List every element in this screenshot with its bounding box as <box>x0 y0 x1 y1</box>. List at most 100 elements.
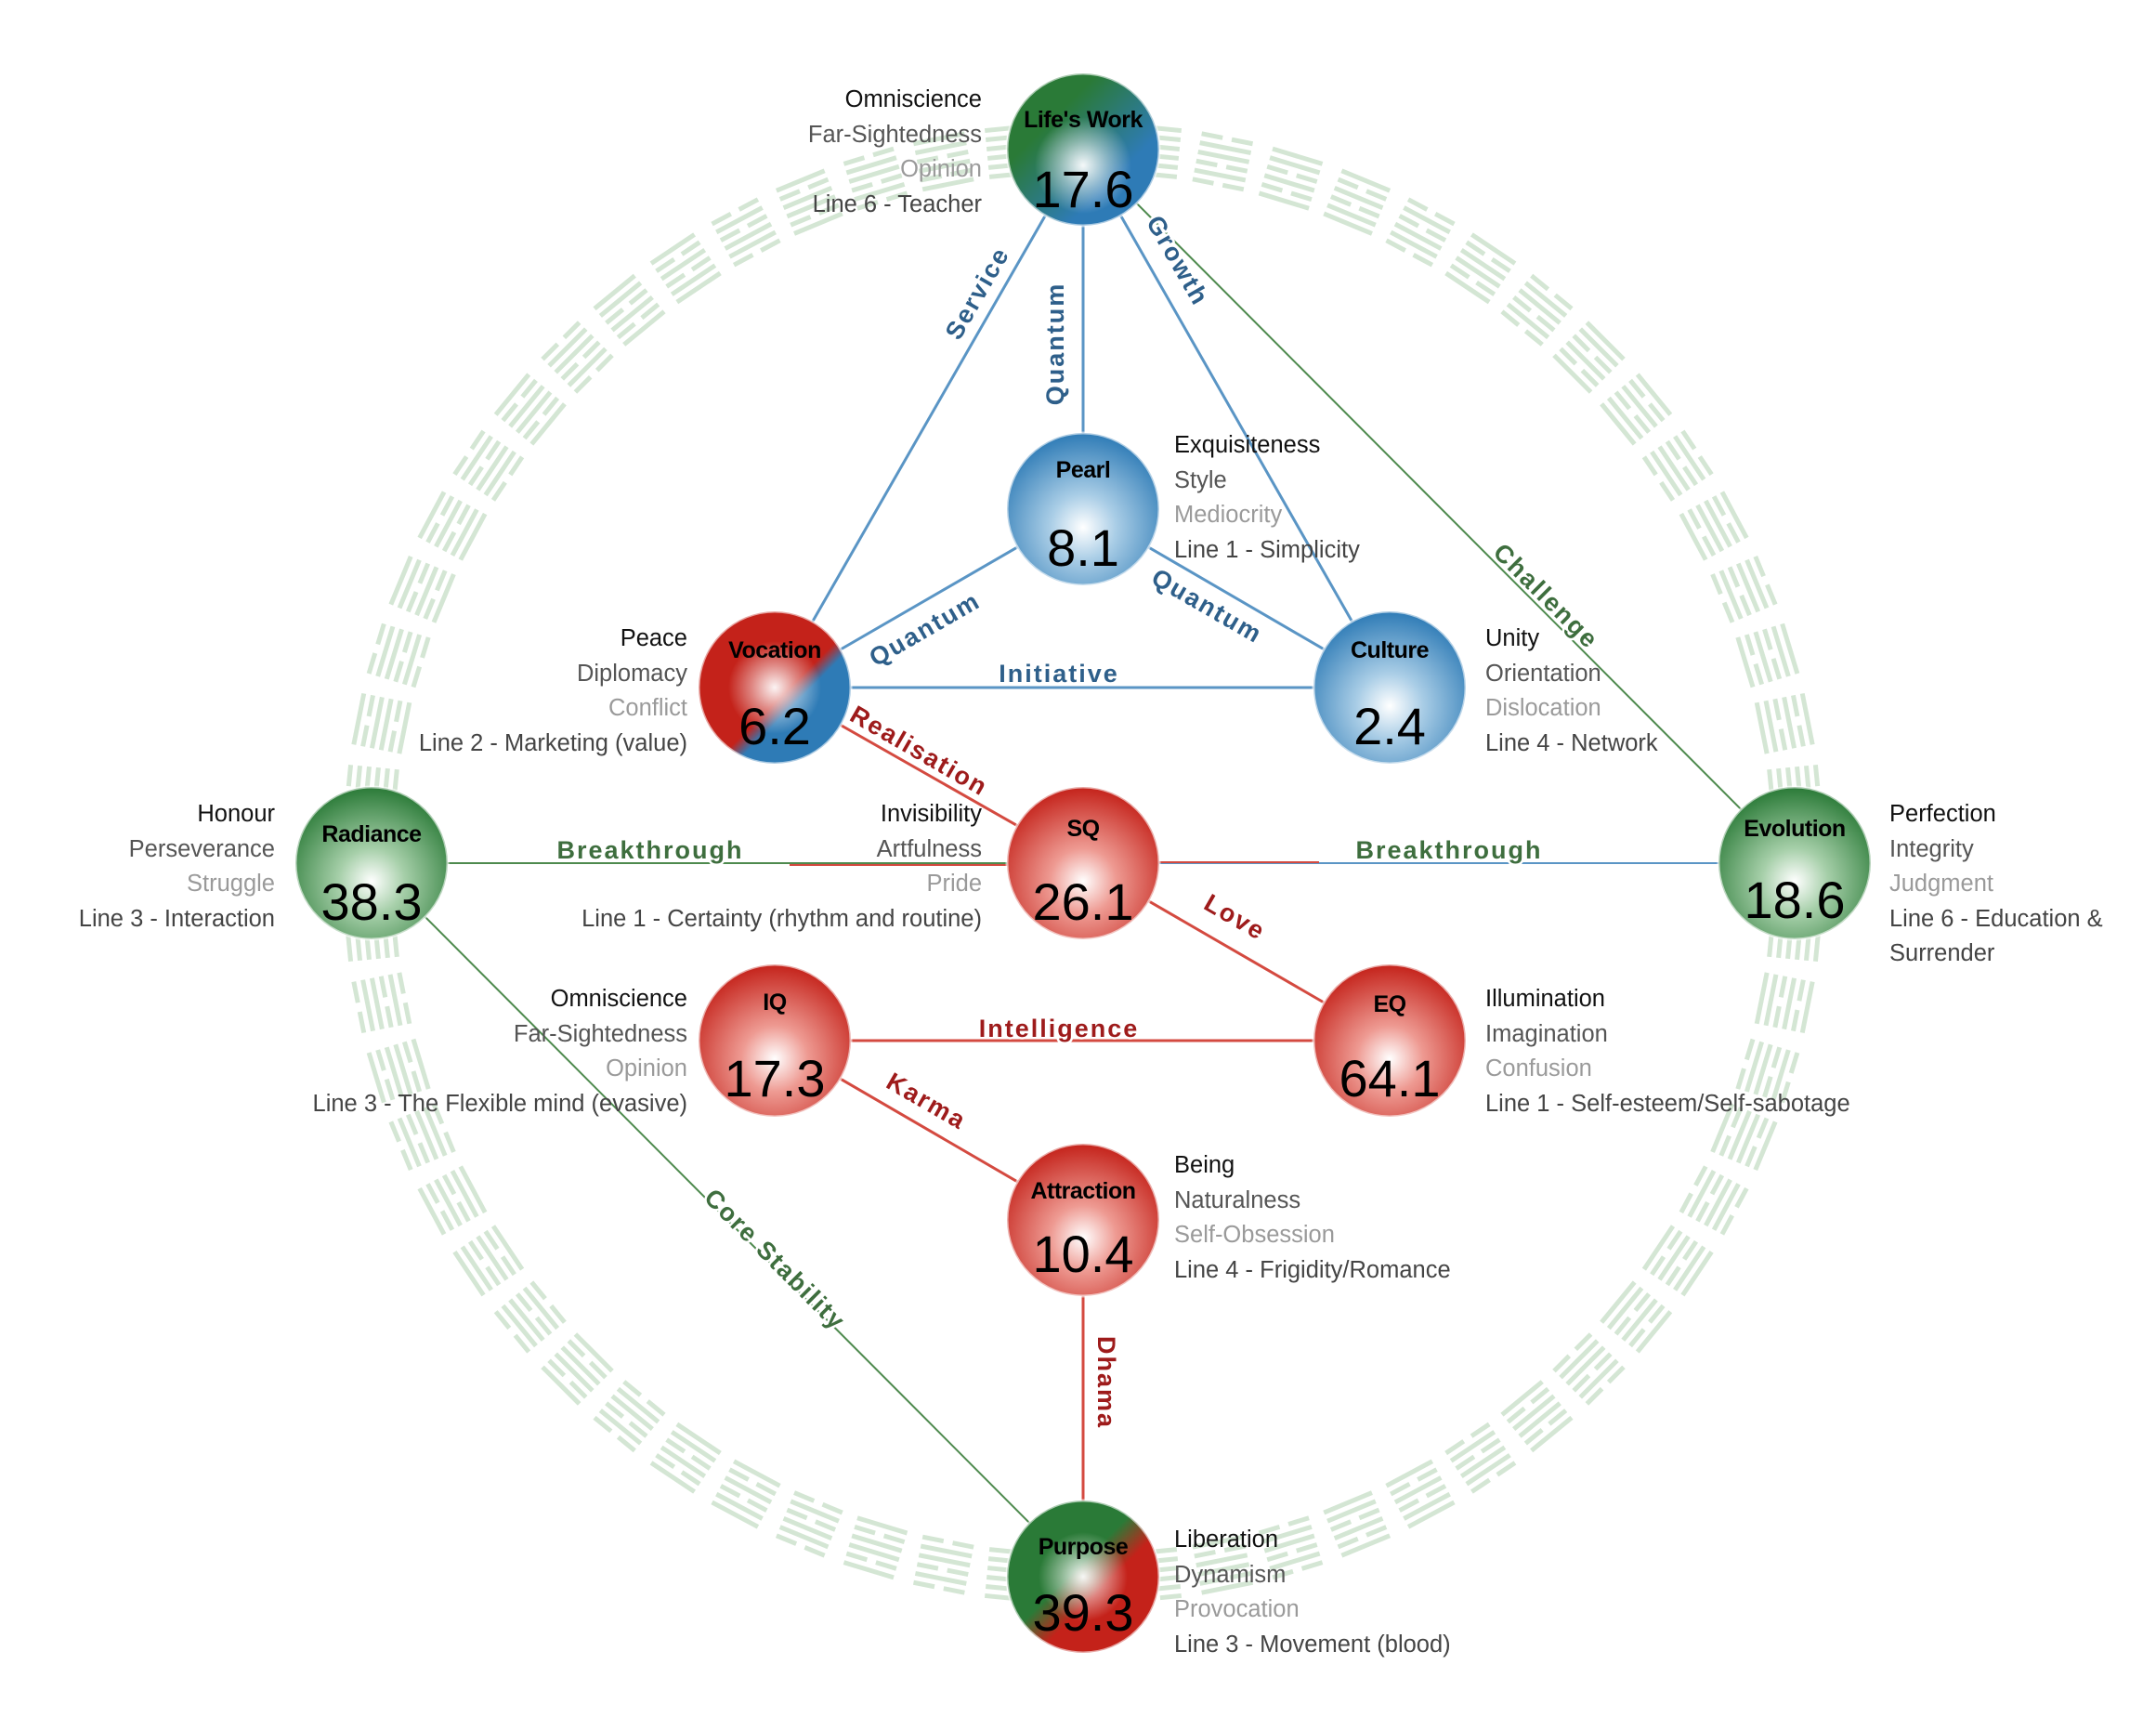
hexagram-bar <box>628 288 648 306</box>
hexagram-bar <box>851 181 873 193</box>
hexagram-bar <box>1565 340 1606 381</box>
hexagram-bar <box>534 1316 553 1336</box>
hexagram-bar <box>1687 1170 1717 1218</box>
hexagram-bar <box>1201 131 1223 140</box>
hexagram-bar <box>1300 1560 1324 1571</box>
hexagram-bar <box>508 385 545 428</box>
hexagram-bar <box>916 155 939 164</box>
hexagram-bar <box>914 1571 967 1586</box>
hexagram-bar <box>1272 146 1324 166</box>
info-culture-siddhi: Dislocation <box>1485 695 1601 721</box>
hexagram-bar <box>397 558 422 609</box>
node-eq-value: 64.1 <box>1339 1049 1441 1107</box>
hexagram-bar <box>1753 631 1773 683</box>
hexagram-bar <box>1711 495 1727 517</box>
node-culture-rim <box>1312 609 1468 766</box>
info-evolution-line: Line 6 - Education & <box>1889 906 2103 932</box>
info-vocation-shadow: Diplomacy <box>577 661 687 687</box>
hexagram-bar <box>660 1445 707 1479</box>
edge-label-dhama: Dhama <box>1092 1336 1120 1429</box>
hexagram-bar <box>420 636 431 659</box>
hexagram-bar <box>1693 1165 1708 1186</box>
info-lifes-work: Omniscience Far-Sightedness Opinion Line… <box>808 86 983 217</box>
node-vocation[interactable]: Vocation 6.2 <box>697 609 853 766</box>
hexagram-bar <box>567 1339 586 1358</box>
hexagram-bar <box>1194 1550 1216 1559</box>
hexagram-bar <box>1530 1415 1574 1453</box>
hexagram-bar <box>456 1200 471 1223</box>
hexagram-bar <box>1199 1577 1222 1586</box>
node-pearl[interactable]: Pearl 8.1 <box>1005 431 1161 587</box>
hexagram-bar <box>1718 570 1744 620</box>
hexagram-bar <box>610 1394 654 1432</box>
hexagram-bar <box>1735 636 1756 688</box>
hexagram-bar <box>1754 972 1770 1025</box>
node-sq-value: 26.1 <box>1033 872 1134 931</box>
info-attraction-siddhi: Self-Obsession <box>1174 1222 1335 1248</box>
hexagram-bar <box>786 194 837 219</box>
hexagram-bar <box>1721 601 1735 623</box>
hexagram-bar <box>622 309 666 347</box>
hexagram-bar <box>952 1540 974 1550</box>
edge-label-realisation: Realisation <box>845 701 993 802</box>
hexagram-bar <box>732 253 754 268</box>
hexagram-bar <box>1530 1386 1550 1405</box>
hexagram-mark <box>1258 1515 1324 1580</box>
hexagram-bar <box>483 1229 500 1251</box>
hexagram-bar <box>1680 1251 1714 1297</box>
node-attraction[interactable]: Attraction 10.4 <box>1005 1142 1161 1298</box>
node-sq[interactable]: SQ 26.1 <box>1005 785 1161 941</box>
hexagram-bar <box>947 149 969 159</box>
hexagram-bar <box>1506 1406 1526 1424</box>
node-purpose[interactable]: Purpose 39.3 <box>1005 1499 1161 1655</box>
hexagram-mark <box>351 692 412 754</box>
hexagram-bar <box>1788 1052 1800 1074</box>
hexagram-mark <box>452 1225 525 1297</box>
hexagram-bar <box>441 531 457 553</box>
hexagram-bar <box>351 981 360 1003</box>
hexagram-bar <box>1762 1076 1773 1098</box>
hexagram-bar <box>1197 149 1250 164</box>
hexagram-bar <box>680 240 701 256</box>
info-evolution-shadow: Integrity <box>1889 836 1974 862</box>
node-sq-title: SQ <box>1066 816 1099 842</box>
hexagram-bar <box>439 1210 455 1231</box>
hexagram-mark <box>541 321 614 394</box>
node-evolution[interactable]: Evolution 18.6 <box>1717 785 1873 941</box>
hexagram-bar <box>1329 1519 1352 1532</box>
hexagram-bar <box>1449 1430 1496 1463</box>
info-iq-siddhi: Opinion <box>606 1055 687 1081</box>
node-lifes-work[interactable]: Life's Work 17.6 <box>1005 72 1161 228</box>
hexagram-bar <box>1512 295 1533 313</box>
node-eq[interactable]: EQ 64.1 <box>1312 963 1468 1119</box>
edge-growth-line <box>1081 149 1392 688</box>
hexagram-bar <box>775 1533 798 1546</box>
hexagram-bar <box>384 1078 396 1101</box>
hexagram-bar <box>1682 465 1699 487</box>
node-radiance-sphere <box>295 787 448 939</box>
hexagram-bar <box>649 232 696 266</box>
node-sq-rim <box>1005 785 1161 941</box>
hexagram-bar <box>508 455 525 477</box>
node-culture[interactable]: Culture 2.4 <box>1312 609 1468 766</box>
hexagram-bar <box>1648 402 1666 423</box>
hexagram-bar <box>573 1332 614 1373</box>
hexagram-bar <box>1500 1380 1544 1417</box>
node-culture-sphere <box>1313 611 1466 764</box>
hexagram-bar <box>375 625 396 677</box>
hexagram-mark <box>1641 1225 1714 1297</box>
info-purpose: Liberation Dynamism Provocation Line 3 -… <box>1174 1527 1451 1658</box>
hexagram-mark <box>843 146 908 211</box>
node-radiance[interactable]: Radiance 38.3 <box>294 785 450 941</box>
node-iq[interactable]: IQ 17.3 <box>697 963 853 1119</box>
node-culture-title: Culture <box>1351 637 1430 663</box>
hexagram-bar <box>1797 725 1806 747</box>
hexagram-mark <box>1500 1380 1574 1453</box>
hexagram-bar <box>1735 562 1761 613</box>
hexagram-bar <box>1727 1109 1752 1160</box>
hexagram-bar <box>1337 1536 1359 1550</box>
hexagram-mark <box>1600 373 1673 446</box>
hexagram-bar <box>501 402 518 423</box>
hexagram-bar <box>401 634 423 686</box>
hexagram-bar <box>786 1507 808 1521</box>
